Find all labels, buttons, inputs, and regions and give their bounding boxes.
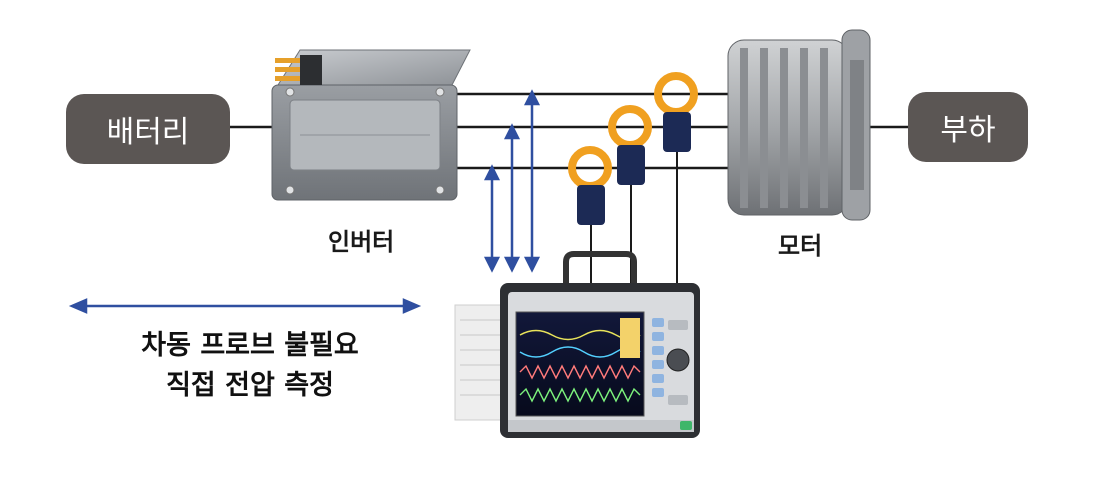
inverter-caption: 인버터	[328, 228, 395, 256]
motor-body	[727, 29, 871, 221]
motor-caption: 모터	[778, 232, 823, 260]
clamp-probe-1	[568, 146, 612, 290]
inverter-connectors	[275, 55, 322, 85]
note-line-1: 차동 프로브 불필요	[141, 330, 359, 361]
note-arrow	[68, 298, 422, 314]
note-line-2: 직접 전압 측정	[166, 370, 334, 401]
battery-label: 배터리	[66, 94, 230, 164]
clamp-probe-3	[654, 72, 698, 290]
recorder-instrument	[454, 251, 700, 438]
load-label: 부하	[908, 92, 1028, 162]
differential-probe-note: 차동 프로브 불필요 직접 전압 측정	[90, 326, 410, 406]
clamp-probe-2	[608, 105, 652, 290]
current-clamps	[568, 72, 698, 290]
power-wires	[230, 92, 910, 170]
panel-buttons	[652, 318, 690, 405]
voltage-probe-arrows	[483, 89, 541, 273]
screen-waveforms	[519, 329, 641, 403]
inverter-box	[271, 49, 471, 201]
